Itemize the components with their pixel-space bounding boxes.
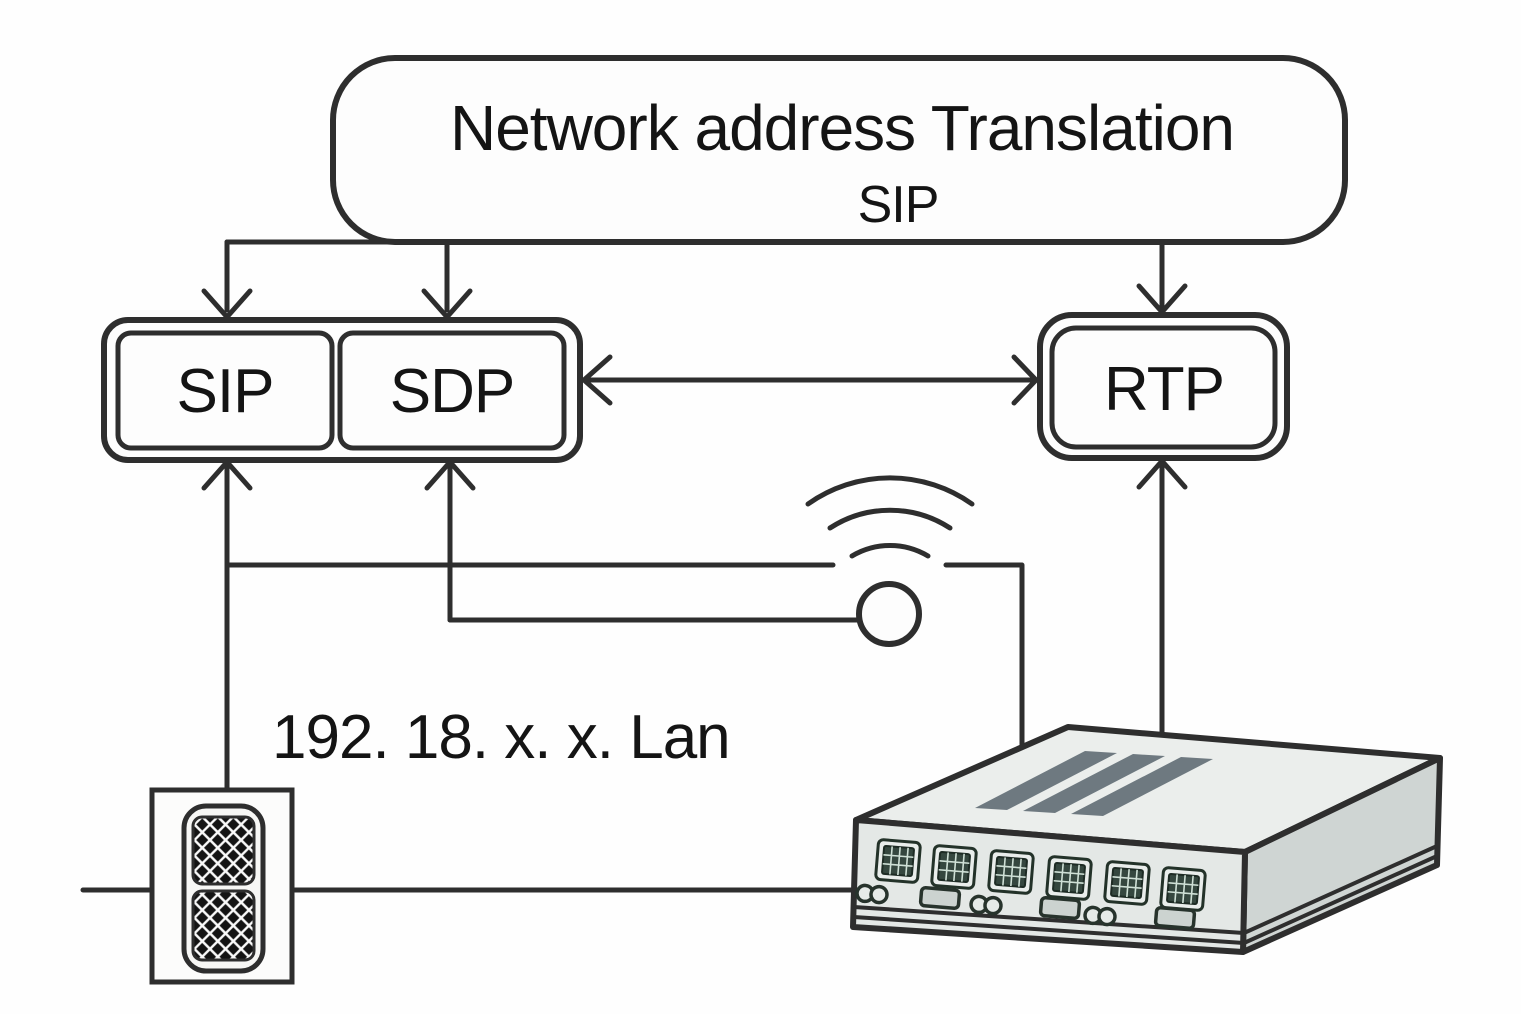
speaker-mesh-panel-bottom: [191, 889, 256, 962]
router-port: [930, 844, 978, 890]
router-port: [987, 849, 1035, 895]
lan-address-label: 192. 18. x. x. Lan: [272, 703, 730, 772]
nat-box-subtitle: SIP: [858, 176, 939, 234]
router-port: [874, 838, 922, 884]
vent-slot: [1023, 754, 1165, 813]
router-port-row: [874, 838, 1207, 912]
speaker-mesh-panel-top: [191, 815, 256, 886]
arrowhead-left-icon: [581, 354, 613, 406]
led-pair-icon: [969, 894, 1003, 916]
rtp-box-label: RTP: [1104, 355, 1224, 424]
arrow-nat-to-sip: [201, 239, 253, 320]
nat-box-title: Network address Translation: [450, 92, 1234, 164]
sdp-box-label: SDP: [390, 357, 514, 426]
router-front-details: [855, 883, 1197, 930]
wifi-upper-branch-to-router: [943, 562, 1025, 756]
wifi-arc-medium: [827, 507, 953, 531]
port-slot: [1038, 896, 1082, 920]
vent-slot: [1071, 757, 1213, 816]
led-pair-icon: [855, 883, 889, 905]
wifi-arc-small: [849, 543, 931, 559]
sdp-box: [337, 330, 567, 451]
sip-box-label: SIP: [177, 357, 274, 426]
speaker-intercom-device: [149, 787, 295, 985]
sip-box: [115, 330, 335, 451]
arrow-wifi-to-sdp: [424, 459, 476, 623]
arrow-nat-to-sdp: [421, 239, 473, 320]
router-vent-slots: [975, 751, 1213, 816]
arrow-phone-to-sip: [201, 459, 253, 793]
rtp-box: RTP: [1037, 312, 1290, 461]
wifi-arc-large: [805, 475, 975, 507]
router-port: [1159, 866, 1207, 912]
arrowhead-right-icon: [1011, 354, 1039, 406]
link-sdp-rtp-double-arrow: [581, 354, 1039, 406]
led-pair-icon: [1083, 905, 1117, 927]
wifi-icon: [805, 475, 975, 647]
arrow-nat-to-rtp: [1136, 239, 1188, 315]
sip-sdp-group-box: SIP SDP: [101, 317, 583, 463]
arrow-router-to-rtp: [1136, 458, 1188, 739]
port-slot: [1153, 906, 1197, 930]
wifi-access-point-circle: [856, 581, 922, 647]
port-slot: [918, 886, 962, 910]
vent-slot: [975, 751, 1117, 810]
network-router-device: [850, 724, 1443, 955]
router-port: [1103, 860, 1151, 906]
router-port: [1045, 855, 1093, 901]
nat-box: Network address Translation SIP: [330, 55, 1348, 245]
